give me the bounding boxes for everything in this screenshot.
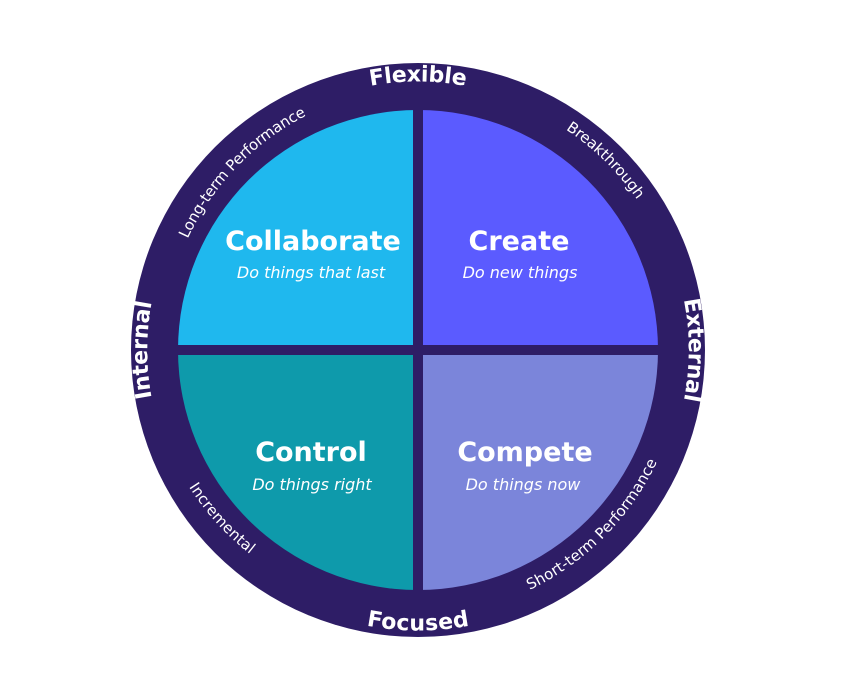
outer-ring: [131, 63, 705, 637]
quadrant-title-compete: Compete: [457, 437, 592, 468]
axis-label-right: External: [678, 296, 708, 404]
quadrant-title-create: Create: [469, 226, 570, 257]
quadrant-subtitle-collaborate: Do things that last: [237, 263, 386, 282]
quadrant-title-control: Control: [255, 437, 367, 468]
quadrant-subtitle-compete: Do things now: [466, 475, 582, 494]
quadrant-subtitle-create: Do new things: [463, 263, 578, 282]
quadrant-subtitle-control: Do things right: [252, 475, 372, 494]
quadrant-title-collaborate: Collaborate: [225, 226, 401, 257]
axis-label-bottom: Focused: [365, 607, 470, 637]
axis-label-top: Flexible: [367, 62, 468, 91]
